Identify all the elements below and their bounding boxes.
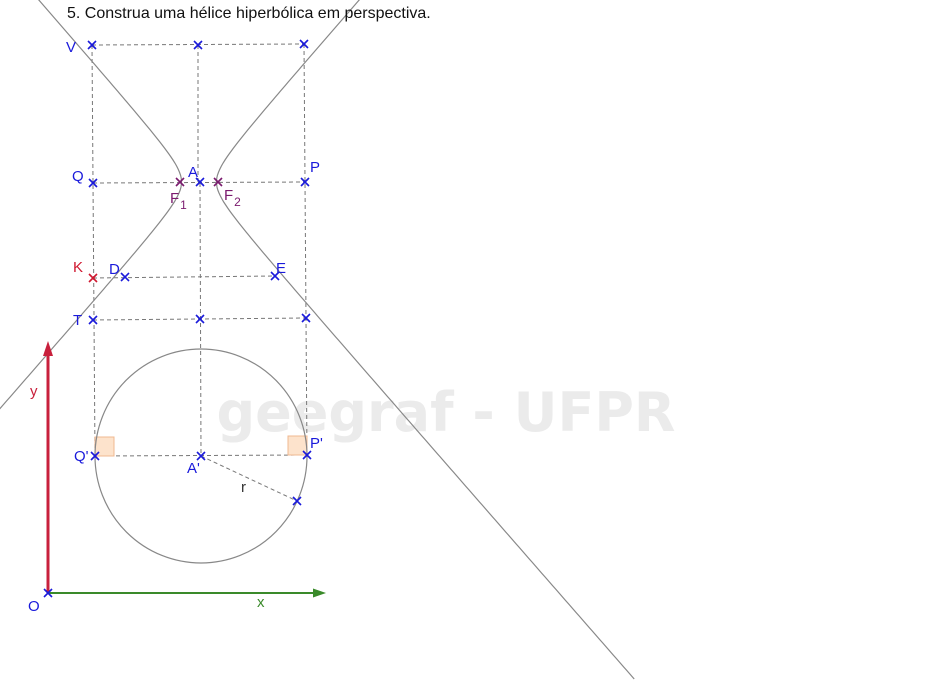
- watermark: geegraf - UFPR: [216, 381, 675, 444]
- line-left-vertical: [91, 44, 96, 457]
- point-t-mid: [195, 314, 205, 324]
- x-axis: [48, 588, 326, 598]
- label-o: O: [28, 598, 40, 615]
- point-t-right: [301, 313, 311, 323]
- label-v: V: [66, 39, 76, 56]
- point-a: [195, 177, 205, 187]
- point-q-prime: [90, 451, 100, 461]
- radius-line: [200, 455, 298, 502]
- hyperbola-right-branch: [215, 0, 635, 680]
- label-radius: r: [241, 479, 246, 496]
- line-k-e: [92, 275, 276, 279]
- focus-f1: [175, 177, 185, 187]
- label-p: P: [310, 159, 320, 176]
- label-d: D: [109, 261, 120, 278]
- point-d: [120, 272, 130, 282]
- label-k: K: [73, 259, 83, 276]
- label-p-prime: P': [310, 435, 323, 452]
- label-y-axis: y: [30, 383, 38, 400]
- label-q: Q: [72, 168, 84, 185]
- point-t: [88, 315, 98, 325]
- point-o: [43, 588, 53, 598]
- focus-f2: [213, 177, 223, 187]
- label-a: A: [188, 164, 198, 181]
- point-q: [88, 178, 98, 188]
- hyperbola-left-branch: [0, 0, 183, 410]
- label-f1: F1: [170, 190, 187, 212]
- label-a-prime: A': [187, 460, 200, 477]
- y-axis: [43, 341, 53, 593]
- point-p: [300, 177, 310, 187]
- point-p-prime: [302, 450, 312, 460]
- point-top-mid: [193, 40, 203, 50]
- point-top-right: [299, 39, 309, 49]
- label-e: E: [276, 260, 286, 277]
- label-x-axis: x: [257, 594, 265, 611]
- point-a-prime: [196, 451, 206, 461]
- point-v: [87, 40, 97, 50]
- point-circle: [292, 496, 302, 506]
- label-q-prime: Q': [74, 448, 89, 465]
- exercise-title: 5. Construa uma hélice hiperbólica em pe…: [67, 5, 431, 22]
- points: [43, 39, 312, 598]
- point-k: [88, 273, 98, 283]
- label-f2: F2: [224, 187, 241, 209]
- line-right-vertical: [303, 43, 308, 457]
- label-t: T: [73, 312, 82, 329]
- point-e: [270, 271, 280, 281]
